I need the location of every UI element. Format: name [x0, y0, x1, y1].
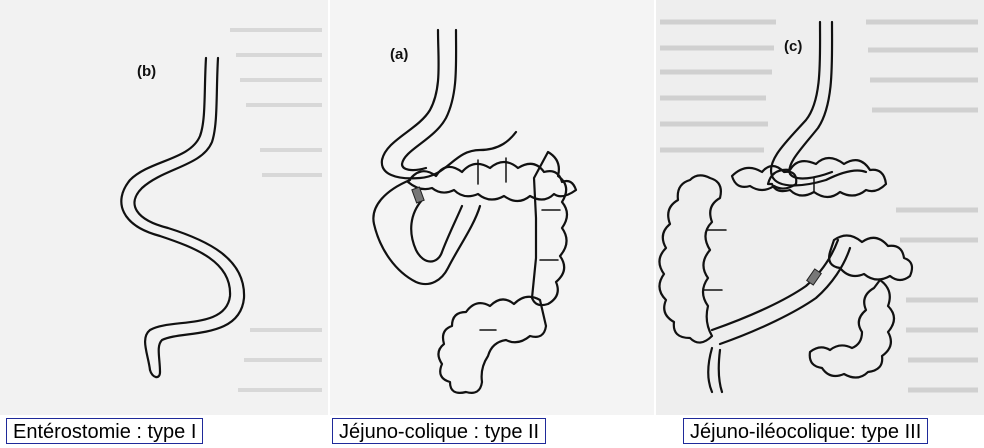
panel-tag-c: (c) [784, 38, 802, 55]
caption-type-1: Entérostomie : type I [6, 418, 203, 444]
panel-tag-b: (b) [137, 63, 156, 80]
book-page-background [0, 0, 328, 415]
caption-type-3: Jéjuno-iléocolique: type III [683, 418, 928, 444]
enterostomy-drawing [0, 0, 328, 415]
jejuno-ileocolic-drawing [656, 0, 984, 415]
caption-type-2: Jéjuno-colique : type II [332, 418, 546, 444]
panel-tag-a: (a) [390, 46, 408, 63]
book-page-background [330, 0, 654, 415]
diagram-panel-jejunocolic: (a) [330, 0, 654, 415]
diagram-panel-enterostomy: (b) [0, 0, 328, 415]
diagram-panel-jejuno-ileocolic: (c) [656, 0, 984, 415]
jejunocolic-drawing [330, 0, 654, 415]
